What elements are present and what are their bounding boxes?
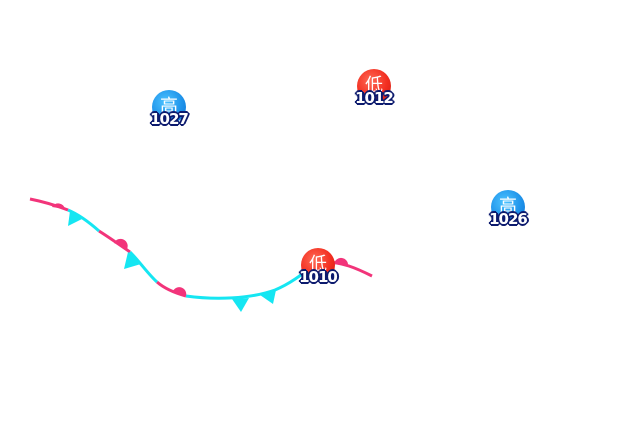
cold-front-triangle (232, 298, 249, 312)
low-pressure-icon: 低 (357, 69, 391, 103)
high-pressure-center-1027[interactable]: 高 1027 (144, 90, 194, 130)
cold-front-triangle (124, 252, 141, 269)
warm-front-semicircle (173, 287, 187, 296)
pressure-value: 1026 (489, 210, 528, 228)
low-pressure-center-1012[interactable]: 低 1012 (349, 69, 399, 109)
warm-front-semicircle (334, 257, 349, 266)
pressure-value: 1012 (355, 89, 394, 107)
cold-front-triangle (68, 211, 84, 226)
warm-front-semicircle (114, 238, 128, 249)
low-pressure-center-1010[interactable]: 低 1010 (293, 248, 343, 288)
high-pressure-center-1026[interactable]: 高 1026 (483, 190, 533, 230)
warm-front-semicircle (52, 203, 65, 209)
warm-front-segment (156, 280, 187, 298)
warm-front-segment (98, 229, 131, 254)
high-pressure-icon: 高 (491, 190, 525, 224)
pressure-value: 1027 (150, 110, 189, 128)
cold-front-segment (128, 250, 159, 284)
pressure-value: 1010 (299, 268, 338, 286)
high-pressure-icon: 高 (152, 90, 186, 124)
cold-front-triangle (260, 290, 276, 304)
low-pressure-icon: 低 (301, 248, 335, 282)
cold-front-segment (67, 208, 100, 233)
